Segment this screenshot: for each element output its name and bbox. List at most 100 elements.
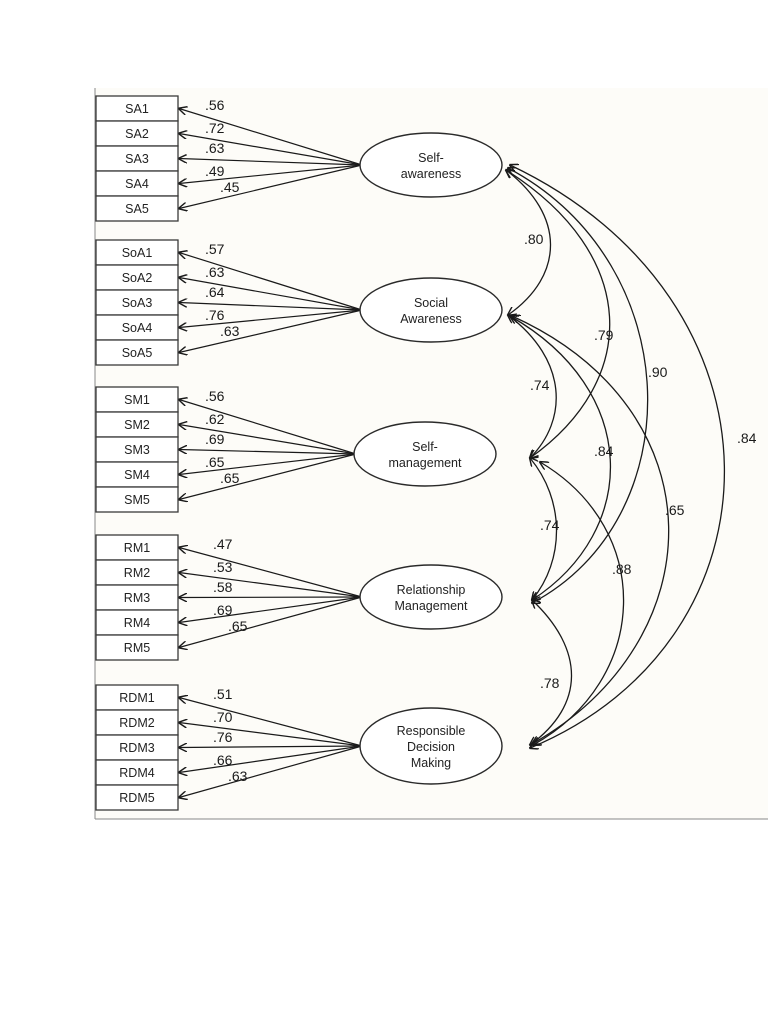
loading-arrow-soa1	[179, 253, 363, 311]
loading-arrow-rdm4	[179, 745, 363, 773]
loading-arrow-sa5	[179, 164, 363, 209]
factor-label-line: awareness	[401, 167, 461, 181]
indicator-label: SoA5	[122, 346, 153, 360]
indicator-box	[95, 684, 179, 711]
correlation-curves	[506, 165, 725, 748]
indicator-label: SoA2	[122, 271, 153, 285]
indicator-label: SoA4	[122, 321, 153, 335]
factor-sm: Self-management	[353, 421, 497, 487]
indicator-soa4: SoA4	[95, 314, 179, 341]
indicator-label: RDM2	[119, 716, 154, 730]
factor-sa: Self-awareness	[359, 132, 503, 198]
correlation-soa-rm	[510, 316, 612, 600]
value-labels: .56.72.63.49.45.57.63.64.76.63.56.62.69.…	[205, 97, 757, 784]
loading-value-sm1: .56	[205, 388, 225, 404]
indicator-box	[95, 559, 179, 586]
factor-label-line: Decision	[407, 740, 455, 754]
loading-arrow-sa4	[179, 164, 363, 184]
indicator-sm4: SM4	[95, 461, 179, 488]
correlation-sa-rm	[508, 168, 649, 603]
loading-arrow-rdm1	[179, 698, 363, 747]
correlation-value-soa-rm: .84	[594, 443, 614, 459]
loading-value-rdm4: .66	[213, 752, 233, 768]
loading-arrow-rm4	[179, 596, 363, 623]
indicator-box	[95, 314, 179, 341]
loading-value-rdm3: .76	[213, 729, 233, 745]
correlation-value-sa-sm: .79	[594, 327, 614, 343]
indicator-label: SA4	[125, 177, 149, 191]
factor-ellipse	[359, 707, 503, 785]
loading-value-rm1: .47	[213, 536, 233, 552]
loading-arrow-sm3	[179, 450, 357, 455]
loading-value-sa1: .56	[205, 97, 225, 113]
loading-arrow-rdm5	[179, 745, 363, 798]
factor-label-line: Self-	[412, 440, 438, 454]
indicator-label: SoA1	[122, 246, 153, 260]
indicator-rm4: RM4	[95, 609, 179, 636]
indicator-box	[95, 734, 179, 761]
loading-arrow-sa2	[179, 134, 363, 166]
loading-value-sa3: .63	[205, 140, 225, 156]
loading-arrow-soa2	[179, 278, 363, 311]
loading-arrow-soa3	[179, 303, 363, 311]
loading-arrow-sm5	[179, 453, 357, 500]
loading-value-rm3: .58	[213, 579, 233, 595]
loading-arrow-rm3	[179, 597, 363, 598]
indicator-rm5: RM5	[95, 634, 179, 661]
indicator-sm1: SM1	[95, 386, 179, 413]
indicator-box	[95, 609, 179, 636]
factor-label-line: management	[389, 456, 462, 470]
indicator-soa1: SoA1	[95, 239, 179, 266]
indicator-box	[95, 339, 179, 366]
indicator-rdm3: RDM3	[95, 734, 179, 761]
loading-value-sa2: .72	[205, 120, 225, 136]
factor-ellipse	[359, 564, 503, 630]
factor-label-line: Awareness	[400, 312, 462, 326]
loading-value-rm4: .69	[213, 602, 233, 618]
latent-factors: Self-awarenessSocialAwarenessSelf-manage…	[353, 132, 503, 785]
indicator-soa3: SoA3	[95, 289, 179, 316]
indicator-label: SoA3	[122, 296, 153, 310]
loading-value-rdm2: .70	[213, 709, 233, 725]
indicator-sa5: SA5	[95, 195, 179, 222]
loading-arrow-soa4	[179, 309, 363, 328]
loading-value-soa1: .57	[205, 241, 225, 257]
factor-ellipse	[359, 132, 503, 198]
indicator-box	[95, 170, 179, 197]
indicator-label: SM1	[124, 393, 150, 407]
factor-label-line: Social	[414, 296, 448, 310]
indicator-label: SM3	[124, 443, 150, 457]
correlation-value-sa-rm: .90	[648, 364, 668, 380]
factor-label-line: Self-	[418, 151, 444, 165]
loading-arrow-rm2	[179, 573, 363, 598]
indicator-label: SM5	[124, 493, 150, 507]
loading-arrow-sm2	[179, 425, 357, 455]
indicator-box	[95, 195, 179, 222]
factor-label-line: Responsible	[397, 724, 466, 738]
indicator-sa4: SA4	[95, 170, 179, 197]
indicator-sm3: SM3	[95, 436, 179, 463]
loading-arrow-rdm3	[179, 746, 363, 748]
indicator-box	[95, 584, 179, 611]
correlation-value-sm-rdm: .88	[612, 561, 632, 577]
correlation-value-rm-rdm: .78	[540, 675, 560, 691]
indicator-sm5: SM5	[95, 486, 179, 513]
loading-value-rm5: .65	[228, 618, 248, 634]
indicator-box	[95, 95, 179, 122]
indicator-box	[95, 534, 179, 561]
correlation-value-sm-rm: .74	[540, 517, 560, 533]
loading-value-soa4: .76	[205, 307, 225, 323]
loading-value-rdm1: .51	[213, 686, 233, 702]
indicator-rdm1: RDM1	[95, 684, 179, 711]
indicator-sm2: SM2	[95, 411, 179, 438]
indicator-box	[95, 634, 179, 661]
indicator-box	[95, 239, 179, 266]
indicator-label: RDM1	[119, 691, 154, 705]
indicator-label: RDM4	[119, 766, 154, 780]
indicator-soa2: SoA2	[95, 264, 179, 291]
indicator-box	[95, 709, 179, 736]
indicator-box	[95, 759, 179, 786]
correlation-sm-rdm	[533, 462, 625, 745]
